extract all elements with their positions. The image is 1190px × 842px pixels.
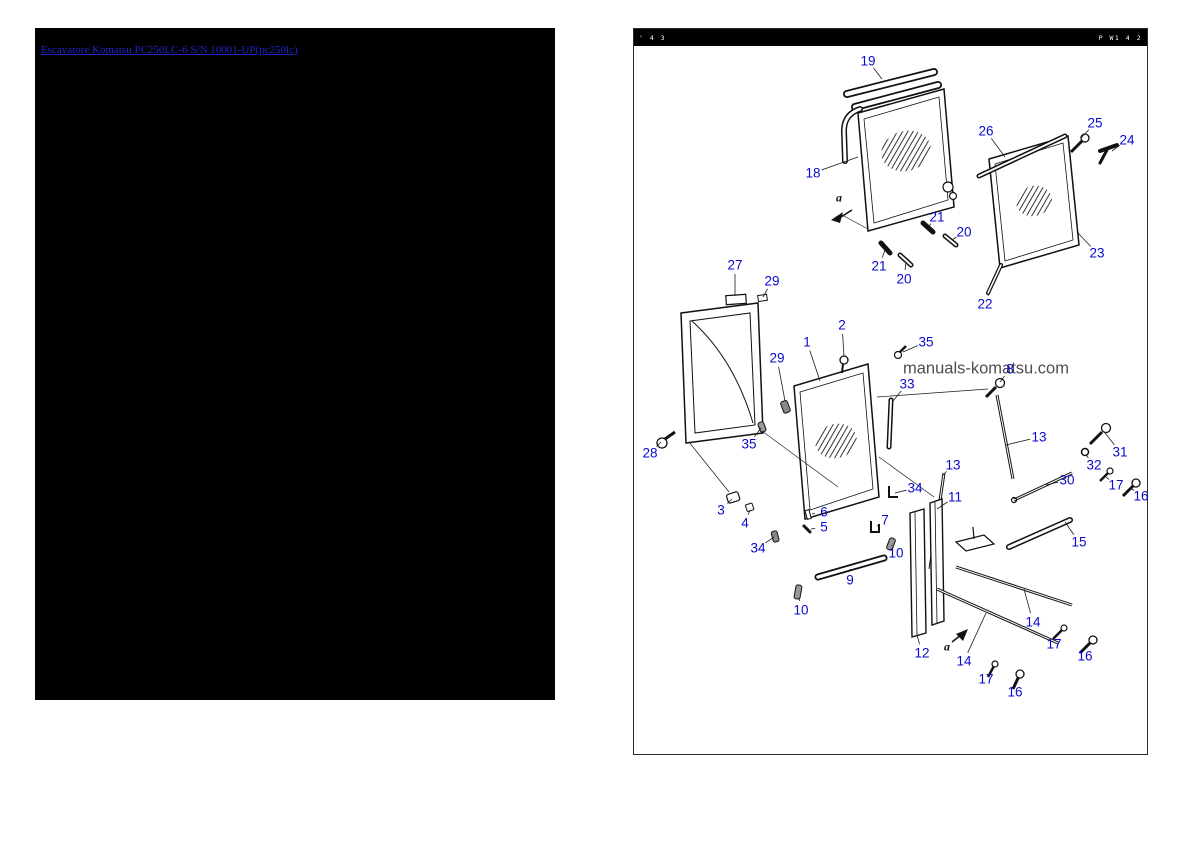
base-plate	[954, 526, 996, 552]
left-black-panel: Escavatore Komatsu PC250LC-6 S/N 10001-U…	[35, 28, 555, 700]
header-left-code: ' 4 3	[639, 33, 667, 42]
bolt-part-25	[1069, 133, 1090, 154]
plug-parts-3-4	[725, 491, 755, 512]
watermark-text: manuals-komatsu.com	[903, 359, 1069, 378]
bolt-part-31	[1088, 422, 1112, 446]
leader-lines	[656, 67, 1135, 684]
view-arrow-a-upper	[831, 209, 853, 223]
washer-part-32	[1080, 447, 1090, 457]
pin-part-10b	[793, 584, 803, 600]
view-arrow-a-lower	[951, 629, 968, 643]
hook-part-7	[870, 521, 880, 533]
channel-part-11	[929, 498, 945, 626]
radiator-part-18	[857, 88, 958, 232]
pin-part-10	[886, 537, 896, 551]
bolt-part-8	[984, 377, 1006, 399]
bolt-part-28	[656, 430, 676, 449]
rod-part-13a	[995, 394, 1015, 480]
clip-part-34b	[770, 530, 780, 543]
tube-part-9	[814, 554, 888, 581]
alignment-lines	[688, 214, 989, 498]
bolt-part-17b	[1052, 624, 1068, 640]
tube-part-19	[840, 68, 942, 164]
bolts-20-21	[878, 220, 959, 268]
tube-part-15	[1006, 517, 1073, 550]
header-right-code: P W1 4 2	[1098, 33, 1142, 42]
rod-part-14b	[936, 587, 1059, 645]
wingbolt-part-24	[1098, 143, 1119, 165]
grille-part-23	[976, 133, 1080, 295]
rod-part-14a	[955, 565, 1073, 607]
breadcrumb-link[interactable]: Escavatore Komatsu PC250LC-6 S/N 10001-U…	[41, 44, 298, 56]
tube-part-33	[886, 397, 894, 450]
channel-part-12	[909, 508, 927, 638]
exploded-parts-drawing	[656, 67, 1141, 690]
rod-part-30	[1010, 471, 1073, 504]
radiator-part-1	[793, 355, 880, 520]
bolt-part-35a	[893, 345, 907, 360]
bracket-part-34	[888, 486, 898, 498]
frame-part-27	[680, 293, 768, 444]
bolt-part-17c	[986, 660, 999, 678]
diagram-header-bar: ' 4 3 P W1 4 2	[634, 29, 1147, 46]
bolt-part-16b	[1078, 635, 1098, 655]
clip-part-29	[780, 400, 791, 414]
bolt-part-16a	[1121, 478, 1141, 498]
bolt-part-16c	[1011, 669, 1025, 690]
bolt-part-17a	[1099, 467, 1114, 482]
pin-parts-5-6	[802, 509, 812, 534]
